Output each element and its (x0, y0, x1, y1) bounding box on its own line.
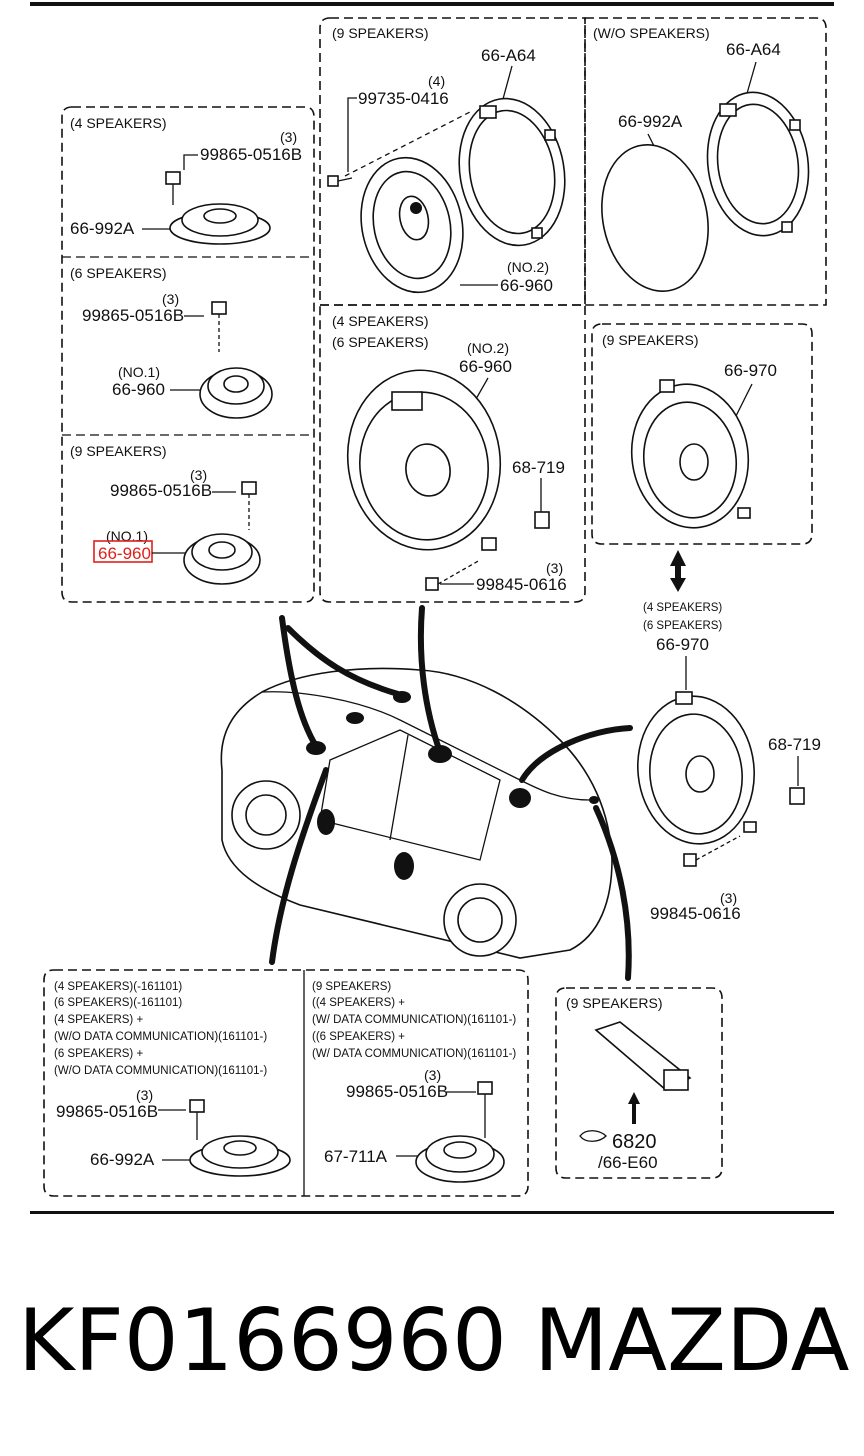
screw-qty: (3) (424, 1067, 441, 1083)
condition-line: ((6 SPEAKERS) + (312, 1031, 405, 1043)
screw-part-label: 99735-0416 (358, 89, 449, 108)
section-header-1: (4 SPEAKERS) (643, 602, 722, 614)
tweeter-icon (183, 533, 261, 585)
screw-qty: (3) (136, 1087, 153, 1103)
rear-speaker-icon (637, 691, 757, 845)
screw-icon (683, 835, 741, 867)
condition-line: (4 SPEAKERS)(-161101) (54, 981, 182, 993)
section-header: (4 SPEAKERS) (70, 115, 166, 131)
section-header-1: (4 SPEAKERS) (332, 313, 428, 329)
screw-qty: (3) (190, 467, 207, 483)
reference-number: 6820 (612, 1131, 657, 1153)
condition-line: (4 SPEAKERS) + (54, 1014, 143, 1026)
tweeter-icon (415, 1135, 505, 1183)
part-highlight-box (93, 540, 153, 563)
arrow-up-icon (628, 1092, 640, 1124)
condition-line: (W/ DATA COMMUNICATION)(161101-) (312, 1048, 516, 1060)
speaker-no: (NO.2) (467, 340, 509, 356)
screw-qty: (3) (280, 129, 297, 145)
condition-line: (W/O DATA COMMUNICATION)(161101-) (54, 1065, 267, 1077)
condition-line: (9 SPEAKERS) (312, 981, 391, 993)
section-rear-speakers: (4 SPEAKERS) (6 SPEAKERS) 66-970 68-719 … (637, 602, 821, 923)
screw-qty: (3) (162, 291, 179, 307)
bottom-rule (30, 1211, 834, 1214)
section-rear-nine-speakers: (9 SPEAKERS) 66-970 (591, 323, 813, 545)
mounting-ring-icon (706, 91, 810, 237)
double-arrow-icon (670, 550, 686, 592)
section-header: (9 SPEAKERS) (566, 995, 662, 1011)
clip-icon (534, 511, 550, 529)
clip-icon (789, 787, 805, 805)
condition-line: (W/ DATA COMMUNICATION)(161101-) (312, 1014, 516, 1026)
front-speaker-icon (360, 156, 464, 294)
condition-line: (W/O DATA COMMUNICATION)(161101-) (54, 1031, 267, 1043)
cover-part-label: 66-992A (618, 112, 683, 131)
section-tweeters-left: (4 SPEAKERS) (3) 99865-0516B 66-992A (6 … (61, 106, 315, 603)
tweeter-no: (NO.1) (118, 364, 160, 380)
front-speaker-icon (346, 369, 502, 551)
tweeter-no: (NO.1) (106, 528, 148, 544)
tweeter-icon (199, 367, 273, 419)
reference-sub: /66-E60 (598, 1153, 658, 1172)
screw-icon (477, 1081, 493, 1138)
screw-icon (165, 171, 181, 205)
tweeter-icon (169, 203, 271, 245)
clip-part-label: 68-719 (512, 458, 565, 477)
cover-plate-icon (601, 144, 709, 292)
top-rule (30, 2, 834, 6)
section-header: (9 SPEAKERS) (602, 332, 698, 348)
tweeter-part-label: 67-711A (324, 1147, 388, 1166)
hand-pointer-icon (579, 1130, 607, 1142)
clip-part-label: 68-719 (768, 735, 821, 754)
footer-brand: MAZDA (534, 1291, 850, 1391)
speaker-no: (NO.2) (507, 259, 549, 275)
tweeter-part-label: 66-960 (112, 380, 165, 399)
section-front-door-speakers: (4 SPEAKERS) (6 SPEAKERS) (NO.2) 66-960 … (319, 304, 586, 603)
rear-speaker-icon (630, 379, 751, 529)
tweeter-icon (189, 1135, 291, 1177)
screw-part-label: 99845-0616 (650, 904, 741, 923)
condition-line: (6 SPEAKERS) + (54, 1048, 143, 1060)
condition-line: ((4 SPEAKERS) + (312, 997, 405, 1009)
screw-qty: (3) (720, 890, 737, 906)
section-bottom-right: (9 SPEAKERS) 6820 /66-E60 (555, 987, 723, 1179)
speaker-part-label: 66-960 (459, 357, 512, 376)
condition-line: (6 SPEAKERS)(-161101) (54, 997, 182, 1009)
screw-icon (327, 175, 353, 187)
screw-icon (425, 559, 481, 591)
screw-icon (241, 481, 257, 530)
mounting-ring-icon (458, 97, 566, 247)
car-illustration-icon (220, 605, 633, 981)
screw-qty: (4) (428, 73, 445, 89)
section-header-2: (6 SPEAKERS) (643, 620, 722, 632)
screw-part-label: 99865-0516B (110, 481, 212, 500)
amplifier-unit-icon (594, 1021, 692, 1091)
screw-part-label: 99865-0516B (82, 306, 184, 325)
tweeter-part-label: 66-992A (90, 1150, 155, 1169)
screw-part-label: 99865-0516B (346, 1082, 448, 1101)
ring-part-label: 66-A64 (726, 40, 781, 59)
speaker-part-label: 66-960 (500, 276, 553, 295)
section-bottom-left: (4 SPEAKERS)(-161101) (6 SPEAKERS)(-1611… (43, 969, 529, 1197)
screw-part-label: 99865-0516B (200, 145, 302, 164)
speaker-part-label: 66-970 (724, 361, 777, 380)
footer-part-number: KF0166960 (18, 1291, 507, 1391)
section-nine-speakers-top: (9 SPEAKERS) 66-A64 (4) 99735-0416 (NO.2… (319, 17, 586, 306)
section-header: (W/O SPEAKERS) (593, 25, 710, 41)
section-header: (9 SPEAKERS) (332, 25, 428, 41)
tweeter-part-label: 66-992A (70, 219, 135, 238)
ring-part-label: 66-A64 (481, 46, 536, 65)
section-header: (6 SPEAKERS) (70, 265, 166, 281)
section-header: (9 SPEAKERS) (70, 443, 166, 459)
screw-icon (211, 301, 227, 352)
section-header-2: (6 SPEAKERS) (332, 334, 428, 350)
screw-icon (189, 1099, 205, 1140)
screw-qty: (3) (546, 560, 563, 576)
highlighted-part-label: 66-960 (98, 544, 151, 563)
section-without-speakers: (W/O SPEAKERS) 66-A64 66-992A (584, 17, 827, 306)
speaker-part-label: 66-970 (656, 635, 709, 654)
screw-part-label: 99845-0616 (476, 575, 567, 594)
screw-part-label: 99865-0516B (56, 1102, 158, 1121)
